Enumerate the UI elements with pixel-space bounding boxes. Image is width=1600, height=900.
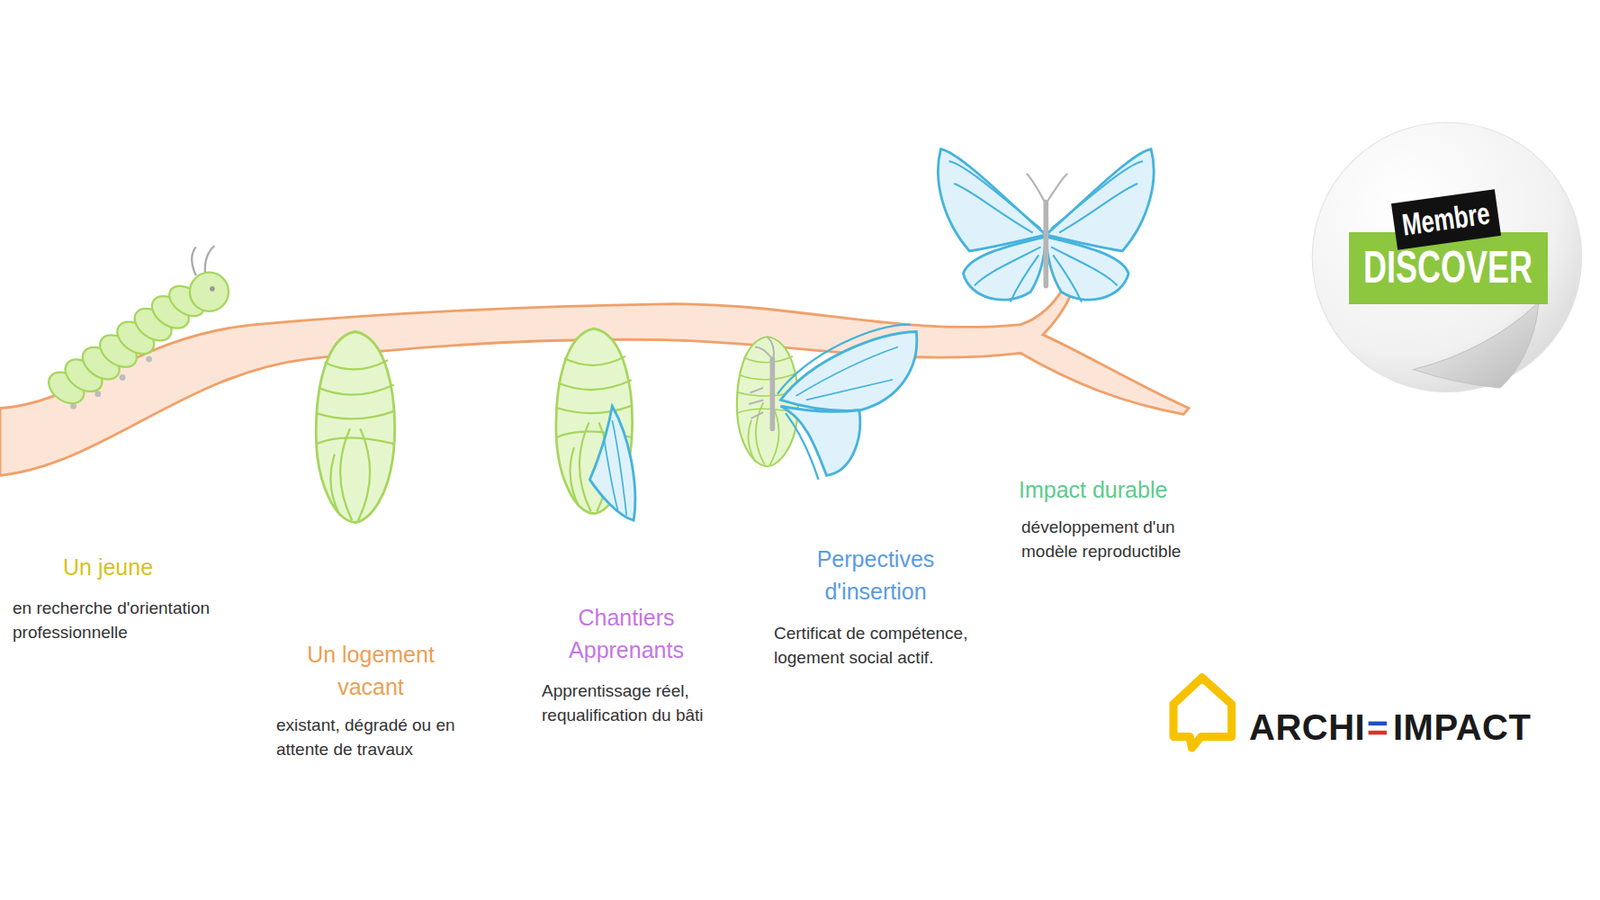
sticker-curl	[1412, 302, 1538, 388]
stage-heading: Impact durable	[1018, 473, 1168, 506]
stage-heading: Chantiers Apprenants	[545, 601, 708, 666]
stage-heading: Perpectives d'insertion	[790, 542, 962, 608]
stage-heading: Un logement vacant	[285, 638, 457, 703]
logo-wordmark: ARCHI	[1249, 706, 1366, 748]
butterfly-left-wings	[937, 149, 1046, 303]
tag-text: DISCOVER	[1363, 242, 1533, 295]
stage-description: en recherche d'orientation professionnel…	[12, 595, 261, 645]
logo-wordmark: IMPACT	[1393, 706, 1531, 748]
logo-equals-blue	[1368, 721, 1387, 727]
stage-description: existant, dégradé ou en attente de trava…	[276, 712, 468, 762]
wing-vein	[603, 420, 627, 515]
emerging-butterfly	[748, 324, 917, 480]
sticker	[1312, 122, 1582, 392]
stage-description: Certificat de compétence, logement socia…	[773, 620, 1010, 670]
stage-heading: Un jeune	[62, 550, 153, 584]
logo-equals-red	[1368, 730, 1387, 736]
chrysalis	[315, 331, 395, 522]
butterfly	[937, 149, 1154, 303]
caterpillar	[43, 245, 229, 410]
discover-tag: DISCOVER	[1348, 232, 1548, 305]
stage-description: Apprentissage réel, requalification du b…	[541, 678, 747, 728]
emerging-wing	[589, 405, 635, 521]
tag-text: Membre	[1400, 195, 1493, 243]
logo-house	[1173, 677, 1232, 748]
stage-description: développement d'un modèle reproductible	[1021, 514, 1218, 564]
logo	[1173, 677, 1387, 748]
butterfly-right-wings	[1045, 149, 1154, 303]
